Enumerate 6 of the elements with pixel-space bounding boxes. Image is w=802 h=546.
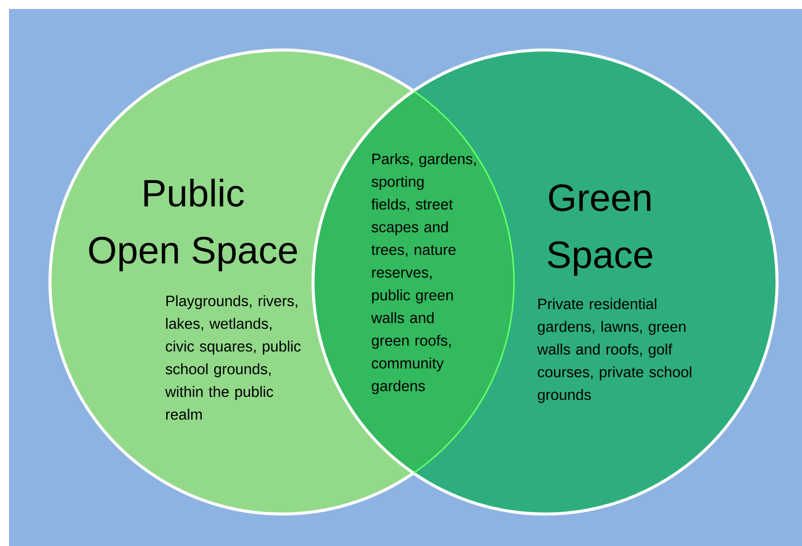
- item-list: Playgrounds, rivers, lakes, wetlands, civic squares, public school grounds, within the public realm: [165, 295, 301, 420]
- circle-title: Public Open Space: [89, 178, 297, 272]
- circle-title: Green Space: [548, 184, 652, 276]
- overlap-area: [312, 90, 515, 474]
- item-list: Private residential gardens, lawns, green walls and roofs, golf courses, private school grounds: [537, 298, 692, 403]
- item-list: Parks, gardens, sporting fields, street scapes and trees, nature reserves, public green walls and green roofs, community gardens: [371, 153, 476, 394]
